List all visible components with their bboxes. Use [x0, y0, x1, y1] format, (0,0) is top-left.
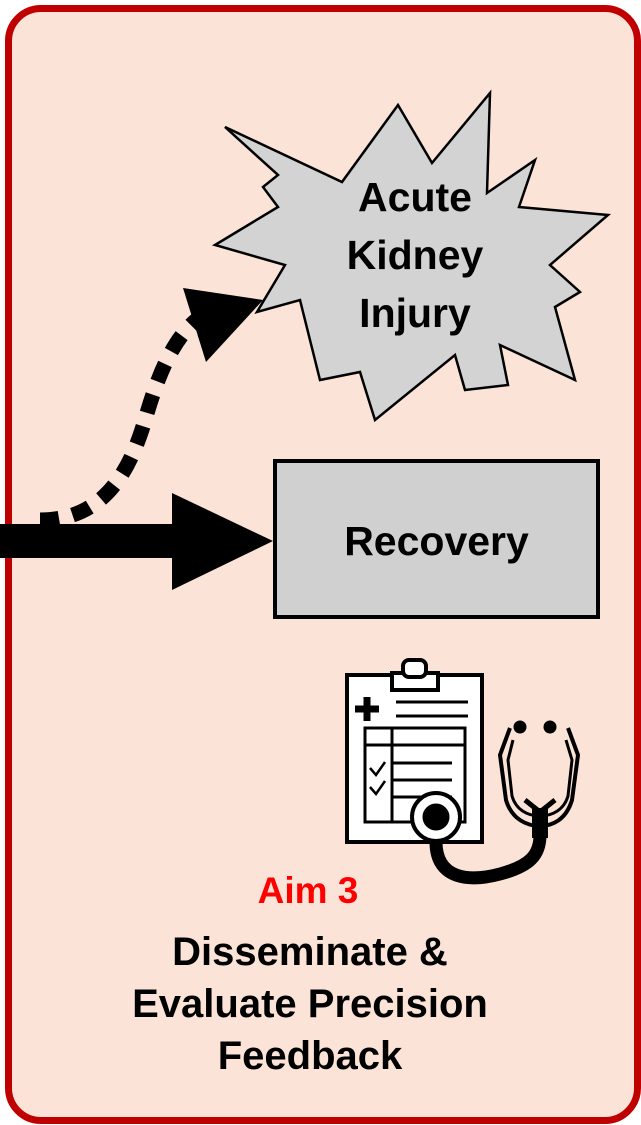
- aki-starburst: [211, 89, 612, 423]
- dotted-arrow-to-aki: [39, 305, 212, 528]
- aki-label-line: Injury: [359, 290, 471, 336]
- aki-label: Acute Kidney Injury: [290, 168, 540, 342]
- aim-description-line: Feedback: [217, 1034, 403, 1078]
- solid-arrow-shaft: [0, 524, 180, 558]
- recovery-label: Recovery: [344, 518, 529, 564]
- dotted-arrow-head: [183, 288, 263, 362]
- solid-arrow-head: [172, 493, 273, 590]
- aki-label-line: Acute: [358, 174, 472, 220]
- aki-label-line: Kidney: [346, 232, 484, 278]
- aim-description-line: Evaluate Precision: [132, 982, 488, 1026]
- aim-description-line: Disseminate &: [172, 930, 448, 974]
- clipboard-checklist-icon: [345, 658, 547, 885]
- aim-description: Disseminate & Evaluate Precision Feedbac…: [40, 926, 580, 1082]
- recovery-box: [273, 459, 600, 619]
- stethoscope-icon: [497, 720, 581, 838]
- aim-title: Aim 3: [257, 870, 359, 911]
